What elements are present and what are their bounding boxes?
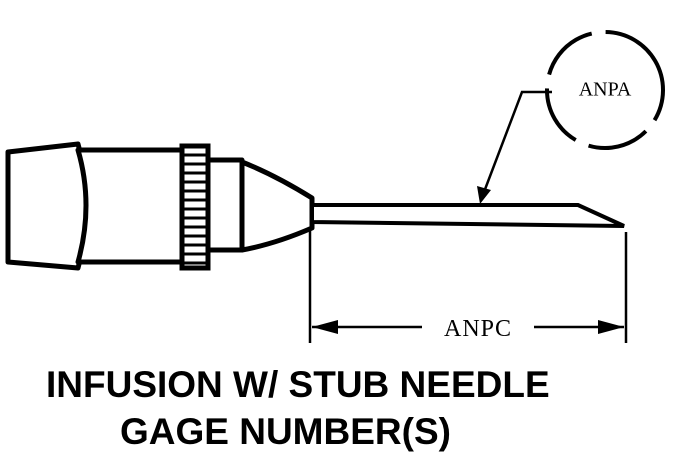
hub-collar [205,157,245,253]
needle-shaft [310,203,625,228]
callout-circle [545,30,665,150]
hub-body [75,147,185,265]
caption-line-1: INFUSION W/ STUB NEEDLE [46,364,550,405]
hub-cap [5,141,89,271]
callout-label: ANPA [579,79,632,101]
caption-line-2: GAGE NUMBER(S) [120,411,451,452]
dimension-extension-lines [308,230,628,343]
dimension-arrow-right-icon [598,320,624,334]
dimension-arrow-left-icon [312,320,338,334]
hub-taper [239,159,315,253]
knurled-ring [179,143,211,271]
dimension-line [312,320,624,334]
dimension-label: ANPC [444,316,512,342]
callout-leader [477,90,552,204]
